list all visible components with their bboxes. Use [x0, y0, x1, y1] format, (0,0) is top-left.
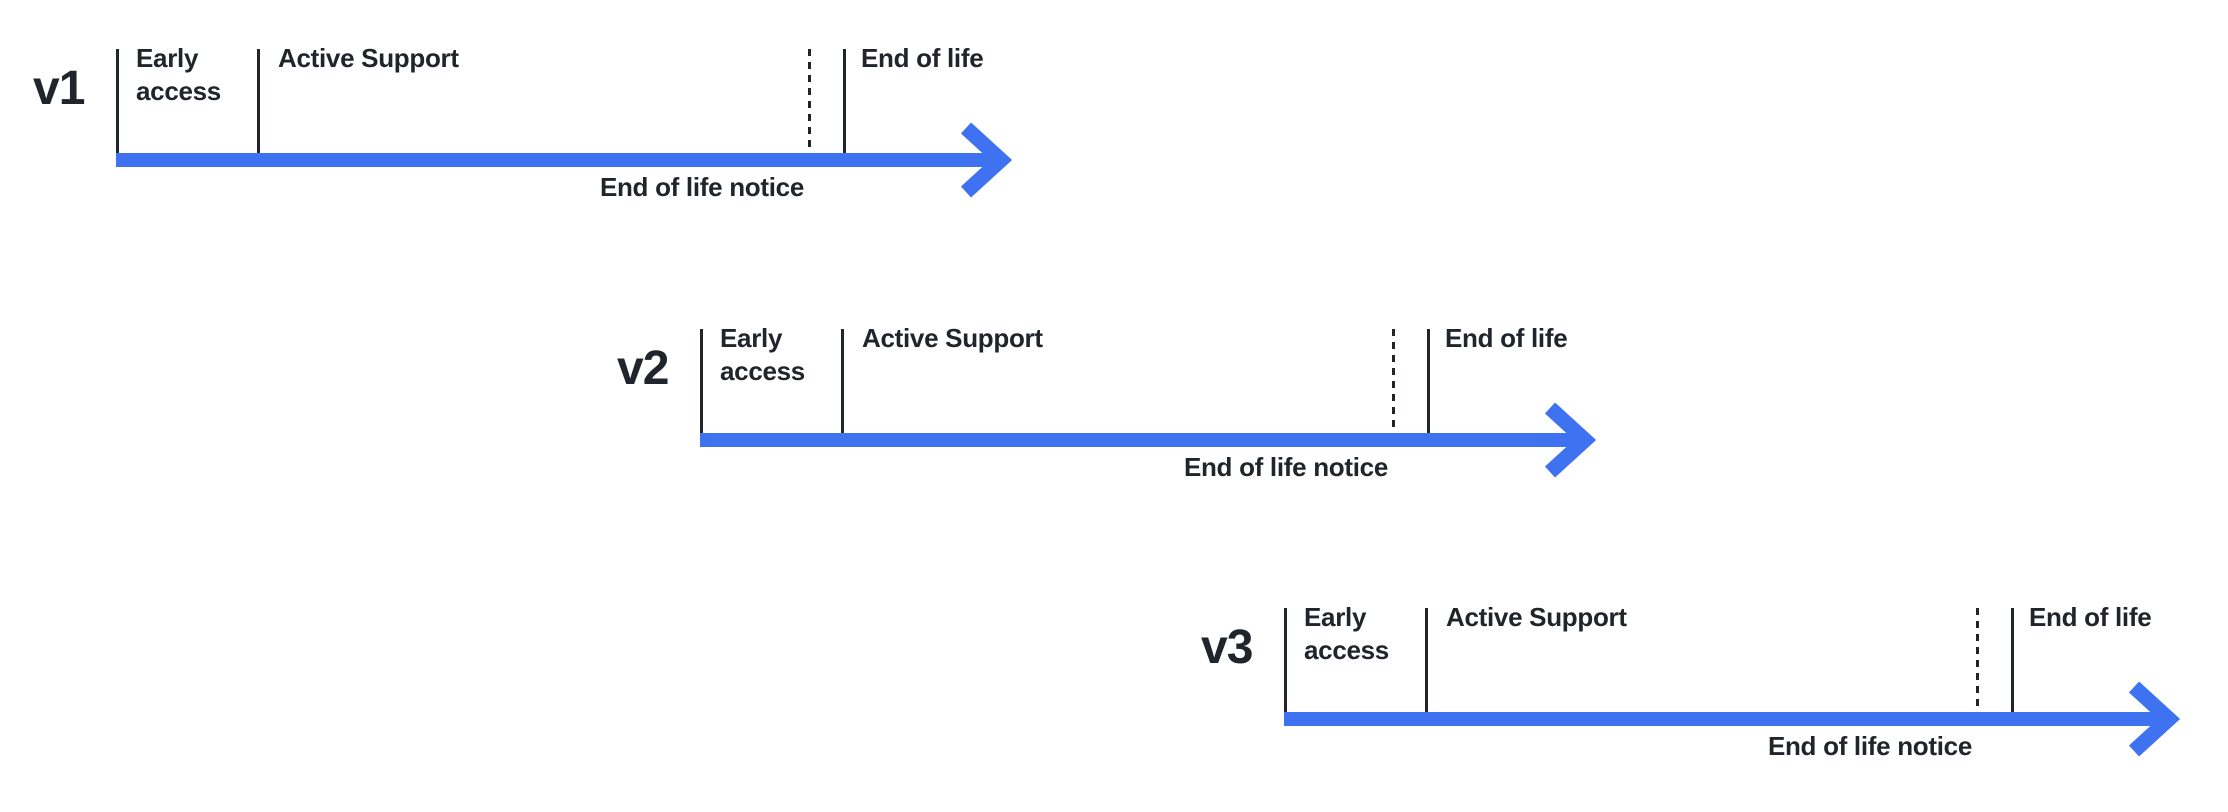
timeline-v3: v3 Early access Active Support End of li…	[1201, 602, 2194, 798]
end-of-life-notice-label: End of life notice	[1183, 452, 1388, 482]
end-of-life-label: End of life	[861, 43, 984, 73]
version-label: v1	[33, 62, 85, 115]
version-label: v2	[617, 342, 669, 395]
timeline-arrowhead-icon	[960, 122, 1013, 198]
timeline-axis	[116, 49, 1013, 198]
early-access-label: Early access	[720, 323, 805, 386]
timeline-axis	[1284, 608, 2181, 757]
active-support-label: Active Support	[1446, 602, 1627, 632]
timeline-v1: v1 Early access Active Support End of li…	[33, 43, 1026, 239]
active-support-label: Active Support	[862, 323, 1043, 353]
end-of-life-label: End of life	[2029, 602, 2152, 632]
timeline-arrowhead-icon	[2128, 681, 2181, 757]
timeline-v2: v2 Early access Active Support End of li…	[617, 323, 1610, 519]
version-label: v3	[1201, 621, 1253, 674]
timeline-arrowhead-icon	[1544, 402, 1597, 478]
end-of-life-notice-label: End of life notice	[1767, 731, 1972, 761]
timeline-axis	[700, 329, 1597, 478]
end-of-life-label: End of life	[1445, 323, 1568, 353]
end-of-life-notice-label: End of life notice	[599, 172, 804, 202]
active-support-label: Active Support	[278, 43, 459, 73]
early-access-label: Early access	[136, 43, 221, 106]
early-access-label: Early access	[1304, 602, 1389, 665]
